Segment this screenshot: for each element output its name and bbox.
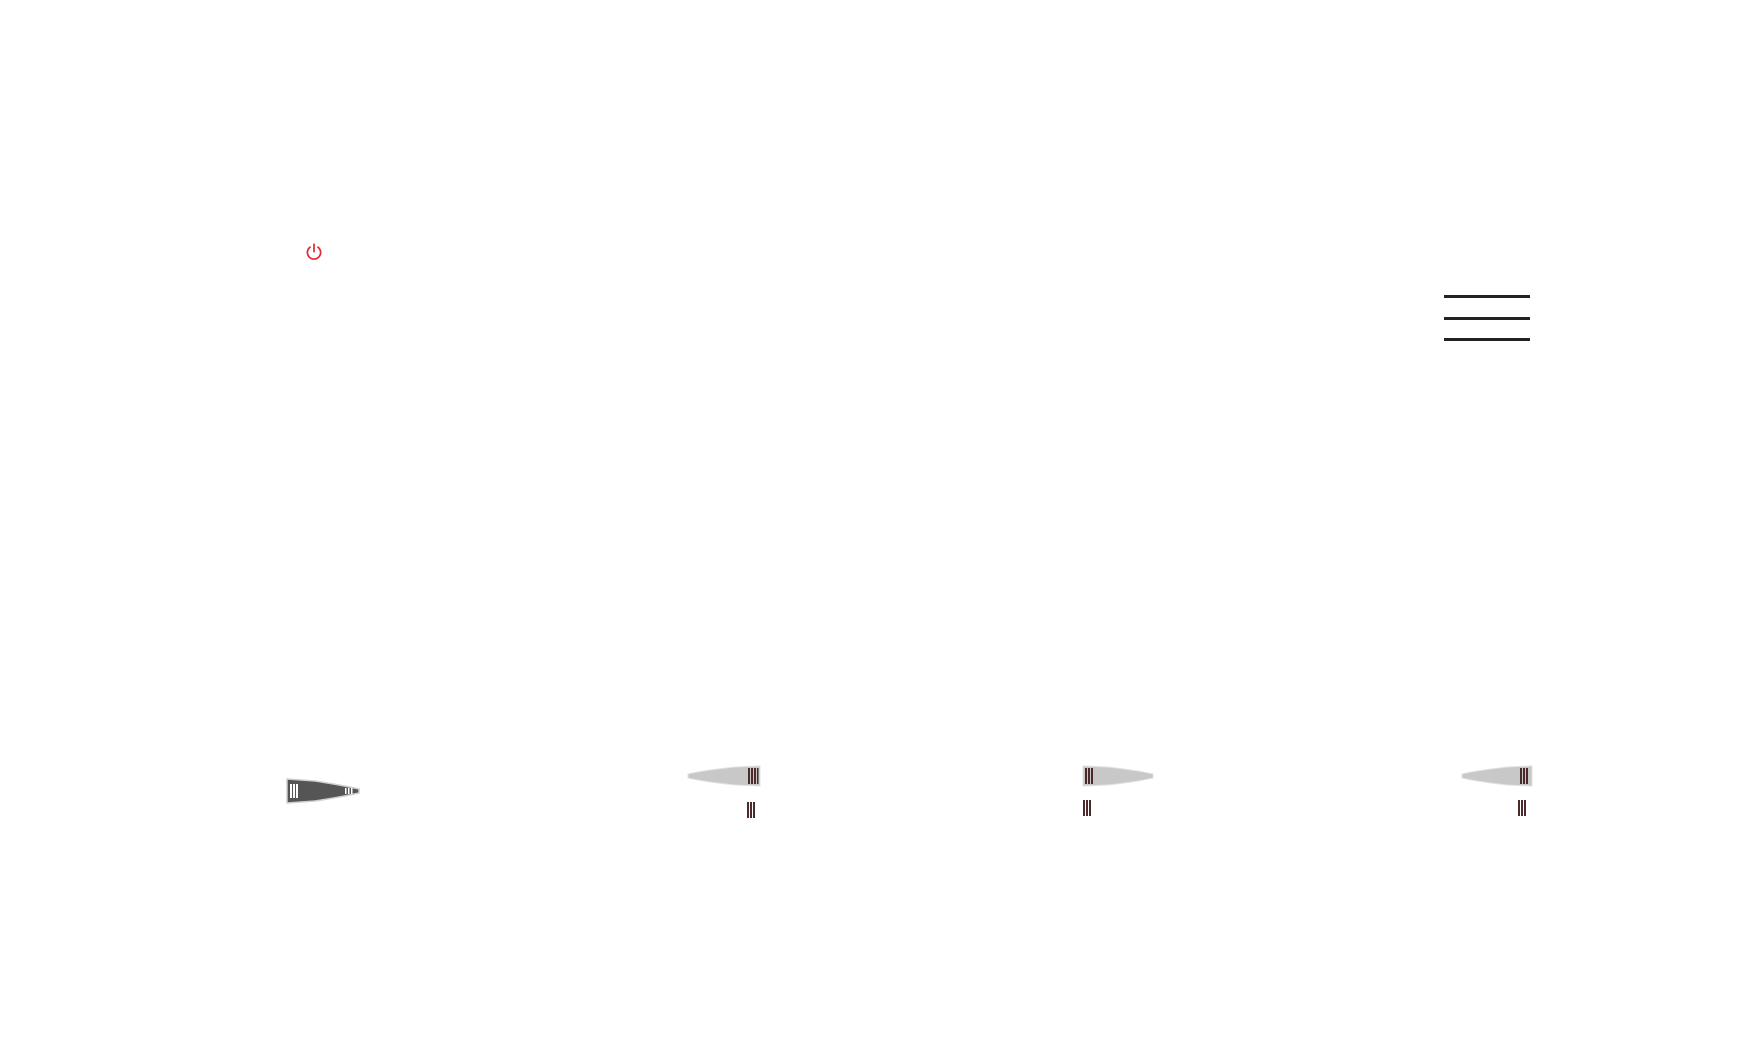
- indicator-1: [285, 777, 361, 805]
- indicator-3: [1081, 764, 1155, 788]
- power-button[interactable]: [303, 241, 325, 263]
- menu-button[interactable]: [1444, 292, 1532, 344]
- indicator-2: [686, 764, 762, 788]
- indicator-3-tick-mark: [1083, 799, 1095, 817]
- indicator-4-tick-mark: [1518, 799, 1530, 817]
- power-icon: [306, 243, 322, 260]
- indicator-2-tick-mark: [747, 801, 759, 819]
- indicator-4: [1460, 764, 1534, 788]
